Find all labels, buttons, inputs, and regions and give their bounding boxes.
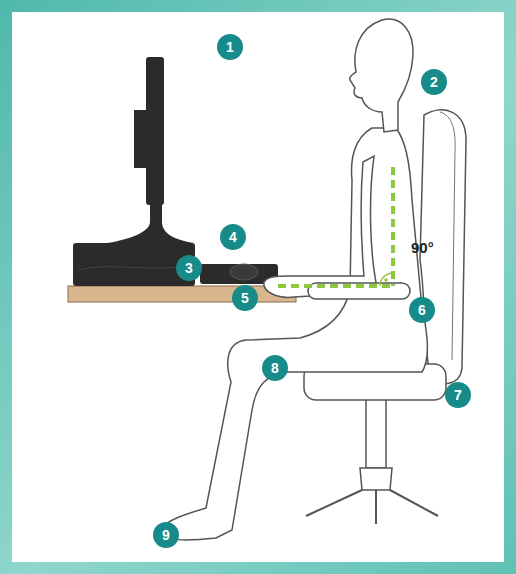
chair-back-seam xyxy=(440,112,455,360)
person-body xyxy=(160,128,427,540)
callout-number: 4 xyxy=(229,230,237,244)
callout-number: 5 xyxy=(241,291,249,305)
angle-label: 90° xyxy=(411,240,434,255)
callout-number: 9 xyxy=(162,528,170,542)
upper-arm-guide xyxy=(391,167,395,286)
chair-post xyxy=(366,398,386,468)
callout-number: 8 xyxy=(271,361,279,375)
callout-number: 7 xyxy=(454,388,462,402)
callout-circle: 2 xyxy=(421,69,447,95)
person-arm xyxy=(264,156,378,297)
person-head xyxy=(350,19,413,132)
chair-hub xyxy=(360,468,392,490)
callout-circle: 8 xyxy=(262,355,288,381)
right-angle-dot xyxy=(384,278,388,282)
right-angle-mark xyxy=(380,273,393,286)
callout-number: 1 xyxy=(226,40,234,54)
callout-circle: 9 xyxy=(153,522,179,548)
monitor-back xyxy=(134,110,148,168)
mouse xyxy=(230,264,258,280)
callout-circle: 1 xyxy=(217,34,243,60)
forearm-guide xyxy=(278,284,393,288)
monitor xyxy=(146,57,164,205)
monitor-stand xyxy=(107,203,195,243)
chair-legs xyxy=(306,490,438,524)
callout-number: 2 xyxy=(430,75,438,89)
callout-circle: 7 xyxy=(445,382,471,408)
callout-circle: 3 xyxy=(176,255,202,281)
callout-circle: 5 xyxy=(232,285,258,311)
callout-number: 6 xyxy=(418,303,426,317)
callout-circle: 4 xyxy=(220,224,246,250)
base-detail xyxy=(78,266,190,270)
callout-circle: 6 xyxy=(409,297,435,323)
callout-number: 3 xyxy=(185,261,193,275)
desk xyxy=(68,286,296,302)
